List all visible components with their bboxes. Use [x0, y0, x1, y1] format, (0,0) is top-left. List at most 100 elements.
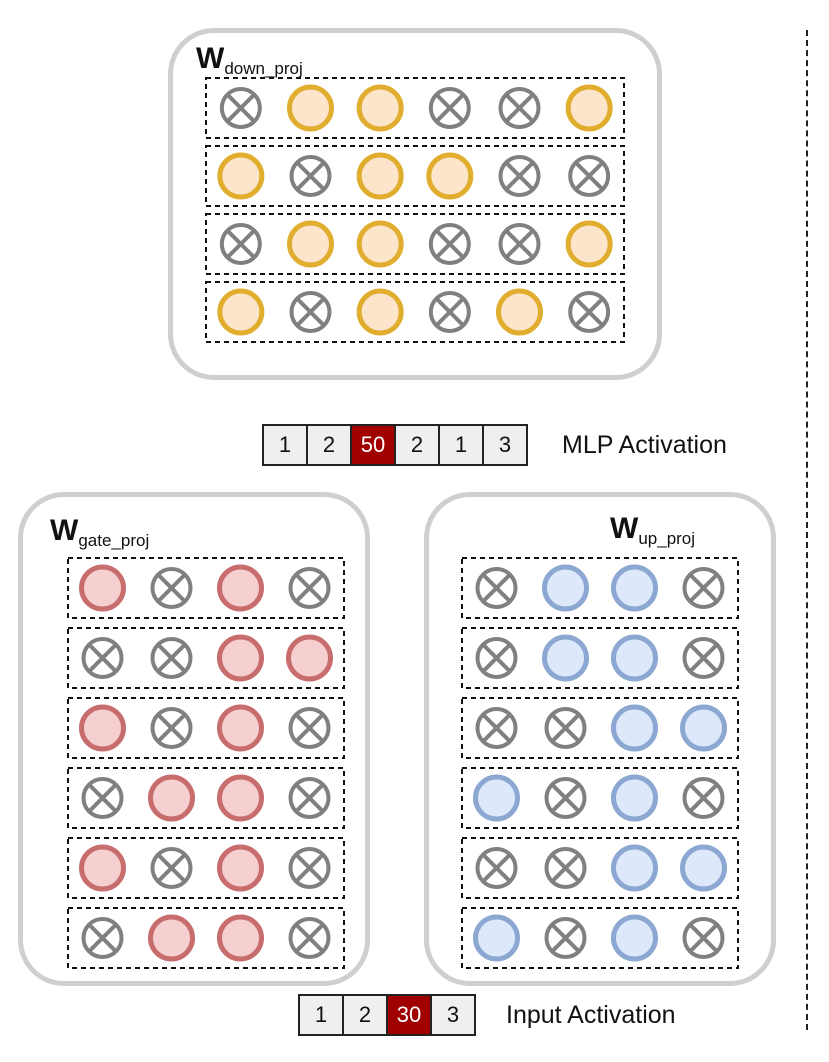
gate-proj-pruned-neuron-icon	[150, 707, 193, 749]
down-proj-label-sub: down_proj	[224, 59, 303, 78]
up-proj-label: Wup_proj	[610, 512, 695, 548]
gate-proj-kept-neuron-icon	[217, 914, 264, 962]
up-proj-pruned-neuron-icon	[475, 707, 518, 749]
gate-proj-label: Wgate_proj	[50, 514, 149, 550]
gate-proj-pruned-neuron-icon	[288, 567, 331, 609]
down-proj-pruned-neuron-icon	[219, 223, 262, 265]
up-proj-pruned-neuron-icon	[544, 707, 587, 749]
up-proj-pruned-neuron-icon	[682, 777, 725, 819]
up-proj-kept-neuron-icon	[542, 634, 589, 682]
up-proj-label-main: W	[610, 512, 639, 545]
up-proj-kept-neuron-icon	[611, 774, 658, 822]
down-proj-row	[205, 213, 625, 275]
down-proj-kept-neuron-icon	[356, 84, 404, 132]
up-proj-pruned-neuron-icon	[475, 847, 518, 889]
up-proj-row	[461, 557, 739, 619]
down-proj-kept-neuron-icon	[217, 152, 265, 200]
up-proj-row	[461, 837, 739, 899]
up-proj-kept-neuron-icon	[611, 634, 658, 682]
up-proj-pruned-neuron-icon	[544, 847, 587, 889]
up-proj-pruned-neuron-icon	[682, 917, 725, 959]
mlp-activation-label: MLP Activation	[562, 431, 727, 459]
gate-proj-kept-neuron-icon	[217, 564, 264, 612]
up-proj-kept-neuron-icon	[611, 704, 658, 752]
down-proj-row	[205, 281, 625, 343]
gate-proj-kept-neuron-icon	[217, 634, 264, 682]
gate-proj-row	[67, 837, 345, 899]
down-proj-row	[205, 77, 625, 139]
input-activation-cell: 2	[342, 994, 388, 1036]
down-proj-kept-neuron-icon	[356, 288, 404, 336]
gate-proj-pruned-neuron-icon	[288, 847, 331, 889]
gate-proj-kept-neuron-icon	[286, 634, 333, 682]
gate-proj-kept-neuron-icon	[79, 844, 126, 892]
gate-proj-row	[67, 627, 345, 689]
down-proj-kept-neuron-icon	[217, 288, 265, 336]
gate-proj-kept-neuron-icon	[217, 844, 264, 892]
down-proj-label: Wdown_proj	[196, 44, 303, 78]
gate-proj-kept-neuron-icon	[79, 704, 126, 752]
down-proj-pruned-neuron-icon	[498, 87, 541, 129]
mlp-activation-cell: 2	[306, 424, 352, 466]
gate-proj-pruned-neuron-icon	[81, 777, 124, 819]
down-proj-pruned-neuron-icon	[568, 155, 611, 197]
gate-proj-pruned-neuron-icon	[288, 777, 331, 819]
up-proj-kept-neuron-icon	[611, 844, 658, 892]
mlp-activation-cell: 1	[262, 424, 308, 466]
gate-proj-pruned-neuron-icon	[150, 567, 193, 609]
down-proj-pruned-neuron-icon	[428, 87, 471, 129]
mlp-activation-bar: 1 2 50 2 1 3	[262, 424, 528, 466]
gate-proj-pruned-neuron-icon	[150, 847, 193, 889]
gate-proj-label-main: W	[50, 514, 79, 547]
gate-proj-row	[67, 557, 345, 619]
up-proj-kept-neuron-icon	[611, 914, 658, 962]
down-proj-kept-neuron-icon	[565, 84, 613, 132]
up-proj-pruned-neuron-icon	[475, 637, 518, 679]
gate-proj-pruned-neuron-icon	[81, 917, 124, 959]
down-proj-pruned-neuron-icon	[428, 291, 471, 333]
up-proj-kept-neuron-icon	[680, 844, 727, 892]
gate-proj-kept-neuron-icon	[148, 914, 195, 962]
up-proj-pruned-neuron-icon	[544, 917, 587, 959]
input-activation-cell: 3	[430, 994, 476, 1036]
down-proj-kept-neuron-icon	[496, 288, 543, 336]
mlp-activation-cell: 2	[394, 424, 440, 466]
mlp-activation-cell: 50	[350, 424, 396, 466]
up-proj-row	[461, 627, 739, 689]
mlp-activation-cell: 3	[482, 424, 528, 466]
input-activation-label: Input Activation	[506, 1001, 676, 1029]
gate-proj-kept-neuron-icon	[217, 774, 264, 822]
up-proj-row	[461, 697, 739, 759]
up-proj-kept-neuron-icon	[473, 774, 520, 822]
mlp-activation-cell: 1	[438, 424, 484, 466]
gate-proj-row	[67, 697, 345, 759]
up-proj-row	[461, 907, 739, 969]
gate-proj-pruned-neuron-icon	[150, 637, 193, 679]
down-proj-kept-neuron-icon	[356, 220, 404, 268]
input-activation-bar: 1 2 30 3	[298, 994, 476, 1036]
up-proj-kept-neuron-icon	[680, 704, 727, 752]
gate-proj-kept-neuron-icon	[217, 704, 264, 752]
up-proj-kept-neuron-icon	[542, 564, 589, 612]
gate-proj-kept-neuron-icon	[79, 564, 126, 612]
down-proj-kept-neuron-icon	[287, 220, 334, 268]
down-proj-pruned-neuron-icon	[219, 87, 262, 129]
down-proj-kept-neuron-icon	[356, 152, 404, 200]
gate-proj-label-sub: gate_proj	[78, 531, 150, 550]
down-proj-kept-neuron-icon	[565, 220, 613, 268]
down-proj-pruned-neuron-icon	[568, 291, 611, 333]
down-proj-kept-neuron-icon	[287, 84, 334, 132]
up-proj-row	[461, 767, 739, 829]
gate-proj-row	[67, 767, 345, 829]
down-proj-pruned-neuron-icon	[498, 223, 541, 265]
gate-proj-kept-neuron-icon	[148, 774, 195, 822]
input-activation-cell: 1	[298, 994, 344, 1036]
up-proj-kept-neuron-icon	[473, 914, 520, 962]
down-proj-pruned-neuron-icon	[428, 223, 471, 265]
gate-proj-pruned-neuron-icon	[81, 637, 124, 679]
input-activation-cell: 30	[386, 994, 432, 1036]
down-proj-pruned-neuron-icon	[289, 155, 332, 197]
down-proj-kept-neuron-icon	[426, 152, 474, 200]
up-proj-kept-neuron-icon	[611, 564, 658, 612]
